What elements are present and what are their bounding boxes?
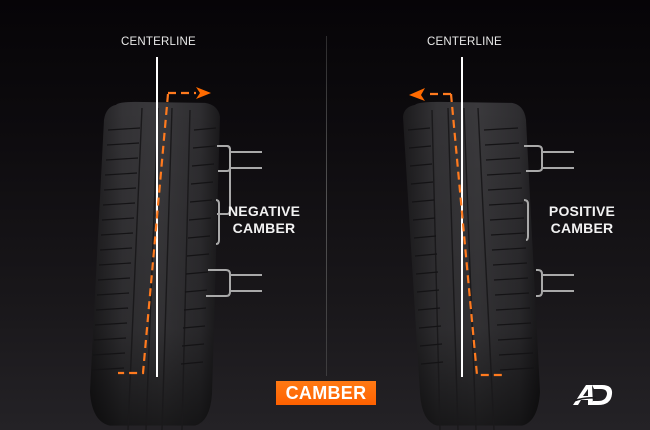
negative-camber-line2: CAMBER <box>232 220 296 236</box>
right-tire <box>403 101 540 430</box>
left-centerline-label: CENTERLINE <box>121 36 196 48</box>
right-suspension-brackets <box>523 145 574 297</box>
right-centerline-label: CENTERLINE <box>427 36 502 48</box>
panel-divider <box>326 36 327 376</box>
positive-camber-label: POSITIVE CAMBER <box>545 203 619 237</box>
left-tire <box>90 101 220 430</box>
positive-camber-line1: POSITIVE <box>548 203 616 219</box>
left-camber-dashed-line <box>118 91 196 375</box>
arrow-right-icon <box>196 87 211 99</box>
camber-title-badge: CAMBER <box>276 381 376 405</box>
left-brackets-upper-cap <box>218 145 231 172</box>
right-camber-dashed-line <box>425 92 502 377</box>
negative-camber-label: NEGATIVE CAMBER <box>228 203 300 237</box>
negative-camber-line1: NEGATIVE <box>228 203 301 219</box>
positive-camber-line2: CAMBER <box>550 220 614 236</box>
autodeal-logo-icon <box>573 385 613 405</box>
arrow-left-icon <box>409 88 425 101</box>
